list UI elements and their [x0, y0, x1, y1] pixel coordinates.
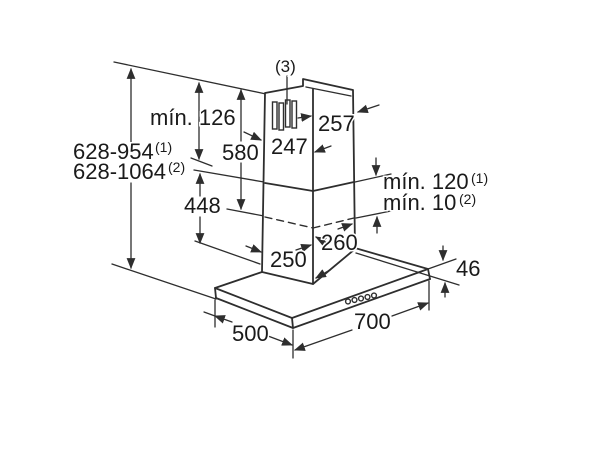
hood-back-bottom-edge-extension [355, 252, 460, 286]
telescope-dashed-line-right [312, 217, 355, 229]
dashed-extension-right [355, 210, 392, 219]
dim257-arrow-outer [356, 104, 380, 114]
seam-extension-right [354, 173, 392, 183]
dimension-lines [126, 67, 457, 359]
dashed-extension-left [226, 208, 265, 217]
vent-note-label: (3) [275, 57, 296, 76]
dim46-top-extension [427, 258, 457, 270]
control-button [364, 293, 371, 301]
lower-chimney-width-label: 250 [270, 247, 307, 272]
overlap-variant1-note: (1) [471, 170, 488, 186]
vent-slot [284, 99, 291, 128]
dim500-arrow-left [213, 315, 233, 324]
hood-front-corner-edge [291, 317, 294, 329]
dimension-labels: (3) mín. 126 257 247 580 628-954 (1) 628… [72, 56, 490, 348]
lower-chimney-depth-label: 260 [321, 230, 358, 255]
reference-lines [111, 61, 392, 300]
dim260-arrow-outer [337, 223, 354, 232]
dim500-tail-left [203, 311, 216, 317]
total-height-variant2-note: (2) [168, 159, 185, 175]
vent-slots [271, 99, 298, 131]
chimney-duct [261, 75, 356, 285]
lower-extension-448 [194, 240, 261, 265]
control-button [357, 295, 365, 302]
hood-width-label: 700 [354, 309, 391, 334]
dim700-arrow-right [391, 302, 430, 317]
hood-left-corner-edge [214, 287, 217, 299]
seam-extension-left [193, 169, 265, 183]
overlap-variant2-label: mín. 10 [383, 190, 456, 215]
upper-chimney-depth-label: 257 [318, 111, 355, 136]
control-button [344, 298, 352, 305]
chimney-outline [261, 78, 356, 285]
overlap-variant1-label: mín. 120 [383, 169, 469, 194]
floor-extension-line [111, 263, 217, 300]
total-height-variant1-label: 628-954 [73, 139, 154, 164]
ceiling-reference-line [113, 61, 267, 95]
dim247-arrow-outer [243, 131, 262, 141]
hood-right-corner-edge [427, 268, 431, 280]
dim500-arrow-right [267, 335, 294, 346]
hood-bottom-edges [215, 278, 431, 329]
dim257-arrow-inner [297, 113, 313, 122]
dim247-arrow-inner [313, 144, 332, 153]
dim260-arrow-inner [315, 236, 328, 246]
control-button [370, 292, 378, 299]
control-buttons [344, 292, 378, 305]
vent-slot [271, 101, 278, 130]
upper-chimney-width-label: 247 [271, 134, 308, 159]
min126-tick [190, 157, 213, 167]
dim250-arrow-inner [295, 243, 313, 253]
dim250-arrow-outer [245, 244, 263, 253]
total-height-variant2-label: 628-1064 [73, 159, 166, 184]
lower-chimney-height-label: 448 [184, 193, 221, 218]
min-ceiling-clearance-label: mín. 126 [150, 105, 236, 130]
control-button [351, 296, 358, 304]
hood-body-height-label: 46 [456, 256, 480, 281]
hood-depth-label: 500 [232, 321, 269, 346]
total-height-variant1-note: (1) [155, 139, 172, 155]
telescope-dashed-line-left [264, 216, 314, 229]
hood-body [214, 247, 460, 329]
corner-base-arrow [315, 269, 331, 279]
vent-slot [278, 102, 285, 131]
chimney-section-seam [264, 181, 355, 192]
upper-chimney-height-label: 580 [222, 140, 259, 165]
dim700-arrow-left [293, 329, 353, 351]
vent-slot [291, 100, 298, 129]
overlap-variant2-note: (2) [459, 191, 476, 207]
